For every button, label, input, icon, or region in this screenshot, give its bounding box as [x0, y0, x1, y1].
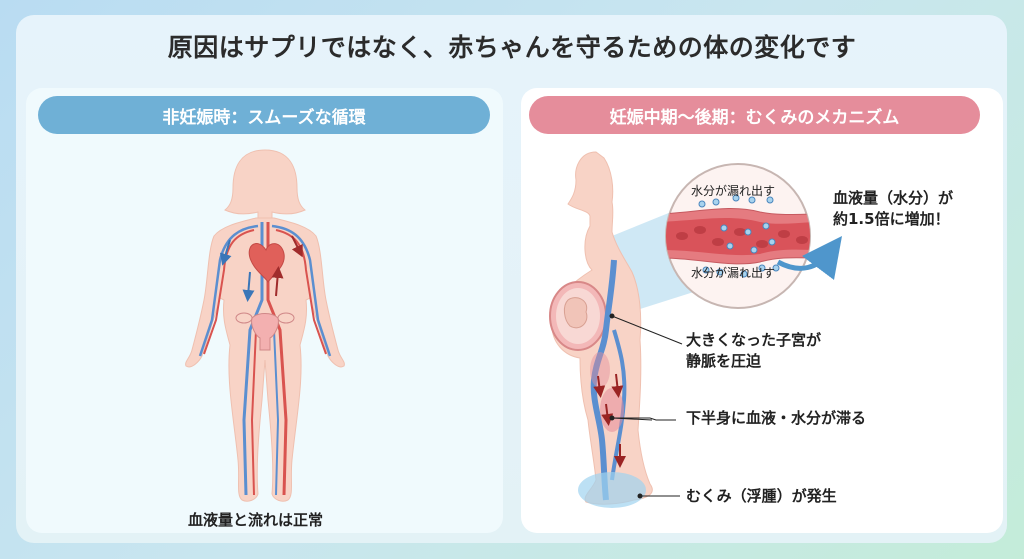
edema-mechanism-figure: [549, 151, 843, 508]
non-pregnant-header: 非妊娠時：スムーズな循環: [38, 96, 490, 134]
pregnant-header: 妊娠中期〜後期：むくみのメカニズム: [529, 96, 980, 134]
leak-label-bottom: 水分が漏れ出す: [691, 266, 776, 280]
normal-caption: 血液量と流れは正常: [188, 511, 324, 529]
non-pregnant-panel: 非妊娠時：スムーズな循環: [26, 88, 503, 533]
callout-edema: むくみ（浮腫）が発生: [686, 487, 837, 505]
callout-fluid-stagnation: 下半身に血液・水分が滞る: [686, 409, 867, 427]
pregnant-panel: 妊娠中期〜後期：むくみのメカニズム: [521, 88, 1003, 533]
normal-circulation-figure: [185, 149, 345, 502]
leak-label-top: 水分が漏れ出す: [691, 184, 776, 198]
callout-uterus-pressure: 大きくなった子宮が 静脈を圧迫: [686, 331, 822, 370]
blood-volume-note: 血液量（水分）が 約1.5倍に増加！: [833, 189, 954, 228]
main-title: 原因はサプリではなく、赤ちゃんを守るための体の変化です: [167, 33, 857, 62]
